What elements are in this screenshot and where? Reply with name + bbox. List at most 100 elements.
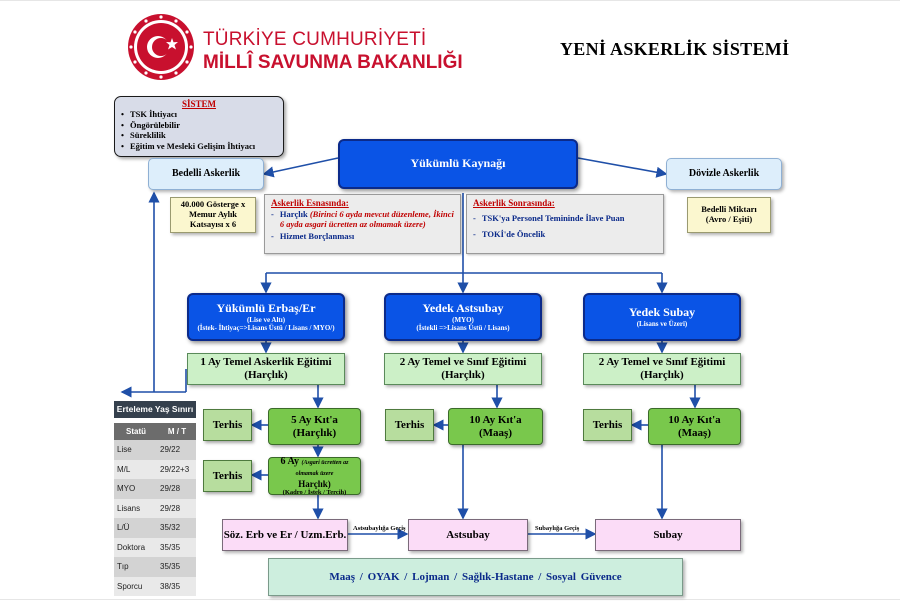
contracted-private-specialist-box: Söz. Erb ve Er / Uzm.Erb.	[222, 519, 348, 551]
obligor-source-box: Yükümlü Kaynağı	[338, 139, 578, 189]
system-item: Öngörülebilir	[121, 120, 277, 131]
discharge-label: Terhis	[592, 418, 623, 431]
age-cell: 29/22	[160, 445, 181, 455]
after-item-toki-priority: - TOKİ'de Öncelik	[473, 229, 545, 240]
during-item-text: Harçlık (Birinci 6 ayda mevcut düzenleme…	[279, 209, 454, 230]
foreign-currency-amount-box: Bedelli Miktarı (Avro / Eşiti)	[687, 197, 771, 233]
formula-line: 40.000 Gösterge x	[180, 199, 246, 210]
formula-line: Katsayısı x 6	[189, 218, 237, 229]
formula-line: Memur Aylık	[188, 209, 238, 220]
system-item: TSK İhtiyacı	[121, 109, 277, 120]
discharge-box: Terhis	[385, 409, 434, 441]
officer-outcome-label: Subay	[653, 528, 683, 541]
status-cell: Tıp	[117, 562, 129, 572]
allowance-label: Harçlık	[279, 209, 308, 220]
status-cell: L/Ü	[117, 523, 130, 533]
system-heading: SİSTEM	[181, 99, 216, 109]
transition-to-officer-label: Subaylığa Geçiş	[535, 525, 580, 532]
table-header-row: Statü M / T	[114, 423, 196, 440]
category-subtitle: (MYO)	[452, 315, 474, 324]
age-cell: 29/22+3	[160, 464, 190, 474]
discharge-label: Terhis	[212, 469, 243, 482]
after-item-extra-points: - TSK'ya Personel Temininde İlave Puan	[473, 214, 624, 224]
extra-points-label: TSK'ya Personel Temininde İlave Puan	[481, 213, 625, 224]
unit-service-pay: (Maaş)	[678, 426, 711, 439]
category-conscript-private-box: Yükümlü Erbaş/Er (Lise ve Altı) (İstek- …	[187, 293, 345, 341]
during-item-service-debt: - Hizmet Borçlanması	[271, 230, 355, 242]
column-header: Statü	[126, 427, 146, 436]
benefits-label: Maaş / OYAK / Lojman / Sağlık-Hastane / …	[329, 571, 622, 583]
unit-service-pay: (Maaş)	[479, 426, 512, 439]
system-principles-box: SİSTEM TSK İhtiyacı Öngörülebilir Sürekl…	[114, 96, 284, 157]
unit-service-title: 10 Ay Kıt'a	[668, 413, 721, 426]
discharge-label: Terhis	[212, 418, 243, 431]
category-title: Yedek Subay	[628, 305, 696, 320]
discharge-label: Terhis	[394, 418, 425, 431]
during-item-allowance: - Harçlık (Birinci 6 ayda mevcut düzenle…	[271, 209, 454, 230]
status-cell: Doktora	[117, 542, 146, 552]
paid-military-service-box: Bedelli Askerlik	[148, 158, 264, 190]
age-cell: 35/35	[160, 562, 181, 572]
bullet-dash: -	[473, 229, 476, 240]
training-pay: (Harçlık)	[244, 369, 288, 381]
table-row: L/Ü 35/32	[114, 518, 196, 538]
allowance-note: (Birinci 6 ayda mevcut düzenleme, İkinci…	[279, 209, 454, 230]
after-service-box: Askerlik Sonrasında: - TSK'ya Personel T…	[466, 194, 664, 254]
age-cell: 35/32	[160, 523, 181, 533]
category-reserve-nco-box: Yedek Astsubay (MYO) (İstekli =>Lisans Ü…	[384, 293, 542, 341]
bullet-dash: -	[271, 230, 274, 241]
system-item: Süreklilik	[121, 130, 277, 141]
amount-line: Bedelli Miktarı	[701, 204, 757, 215]
status-cell: Sporcu	[117, 581, 143, 591]
training-title: 2 Ay Temel ve Sınıf Eğitimi	[598, 356, 726, 369]
category-subtitle: (Lisans ve Üzeri)	[636, 319, 688, 328]
training-title: 2 Ay Temel ve Sınıf Eğitimi	[399, 356, 527, 369]
service-debt-label: Hizmet Borçlanması	[279, 230, 355, 241]
category-reserve-officer-box: Yedek Subay (Lisans ve Üzeri)	[583, 293, 741, 341]
six-month-title: 6 Ay	[280, 455, 299, 467]
training-pay: (Harçlık)	[441, 369, 485, 381]
six-month-criteria: (Kadro / İstek / Tercih)	[282, 488, 347, 496]
six-month-title-line: 6 Ay (Asgari ücretten az olmamak üzere	[272, 456, 357, 479]
organization-name-line2: MİLLÎ SAVUNMA BAKANLIĞI	[203, 52, 463, 73]
unit-service-title: 5 Ay Kıt'a	[291, 413, 338, 426]
during-service-heading: Askerlik Esnasında:	[271, 198, 349, 208]
category-title: Yedek Astsubay	[422, 301, 504, 316]
category-subtitle: (İstekli =>Lisans Üstü / Lisans)	[416, 323, 510, 332]
benefits-box: Maaş / OYAK / Lojman / Sağlık-Hastane / …	[268, 558, 683, 596]
transition-to-nco-label: Astsubaylığa Geçiş	[353, 525, 406, 532]
paid-military-service-label: Bedelli Askerlik	[171, 168, 241, 180]
paid-service-formula-box: 40.000 Gösterge x Memur Aylık Katsayısı …	[170, 197, 256, 233]
amount-line: (Avro / Eşiti)	[705, 214, 753, 224]
discharge-box: Terhis	[583, 409, 632, 441]
deferral-table-title: Erteleme Yaş Sınırı	[114, 401, 196, 418]
age-cell: 35/35	[160, 542, 181, 552]
bullet-dash: -	[271, 209, 274, 220]
ministry-emblem-logo	[128, 14, 194, 80]
unit-service-box-conscript: 5 Ay Kıt'a (Harçlık)	[268, 408, 361, 445]
discharge-box: Terhis	[203, 409, 252, 441]
training-box-reserve-nco: 2 Ay Temel ve Sınıf Eğitimi (Harçlık)	[384, 353, 542, 385]
during-service-box: Askerlik Esnasında: - Harçlık (Birinci 6…	[264, 194, 461, 254]
training-pay: (Harçlık)	[640, 369, 684, 381]
six-month-extension-box: 6 Ay (Asgari ücretten az olmamak üzere H…	[268, 456, 361, 496]
table-row: Doktora 35/35	[114, 537, 196, 557]
foreign-currency-service-box: Dövizle Askerlik	[666, 158, 782, 190]
discharge-box: Terhis	[203, 460, 252, 492]
officer-outcome-box: Subay	[595, 519, 741, 551]
unit-service-pay: (Harçlık)	[292, 426, 337, 439]
table-spacer	[114, 418, 196, 423]
unit-service-box-reserve-officer: 10 Ay Kıt'a (Maaş)	[648, 408, 741, 445]
training-box-reserve-officer: 2 Ay Temel ve Sınıf Eğitimi (Harçlık)	[583, 353, 741, 385]
training-title: 1 Ay Temel Askerlik Eğitimi	[200, 356, 332, 369]
bullet-dash: -	[473, 213, 476, 224]
nco-outcome-box: Astsubay	[408, 519, 528, 551]
organization-name-line1: TÜRKİYE CUMHURİYETİ	[203, 29, 427, 50]
